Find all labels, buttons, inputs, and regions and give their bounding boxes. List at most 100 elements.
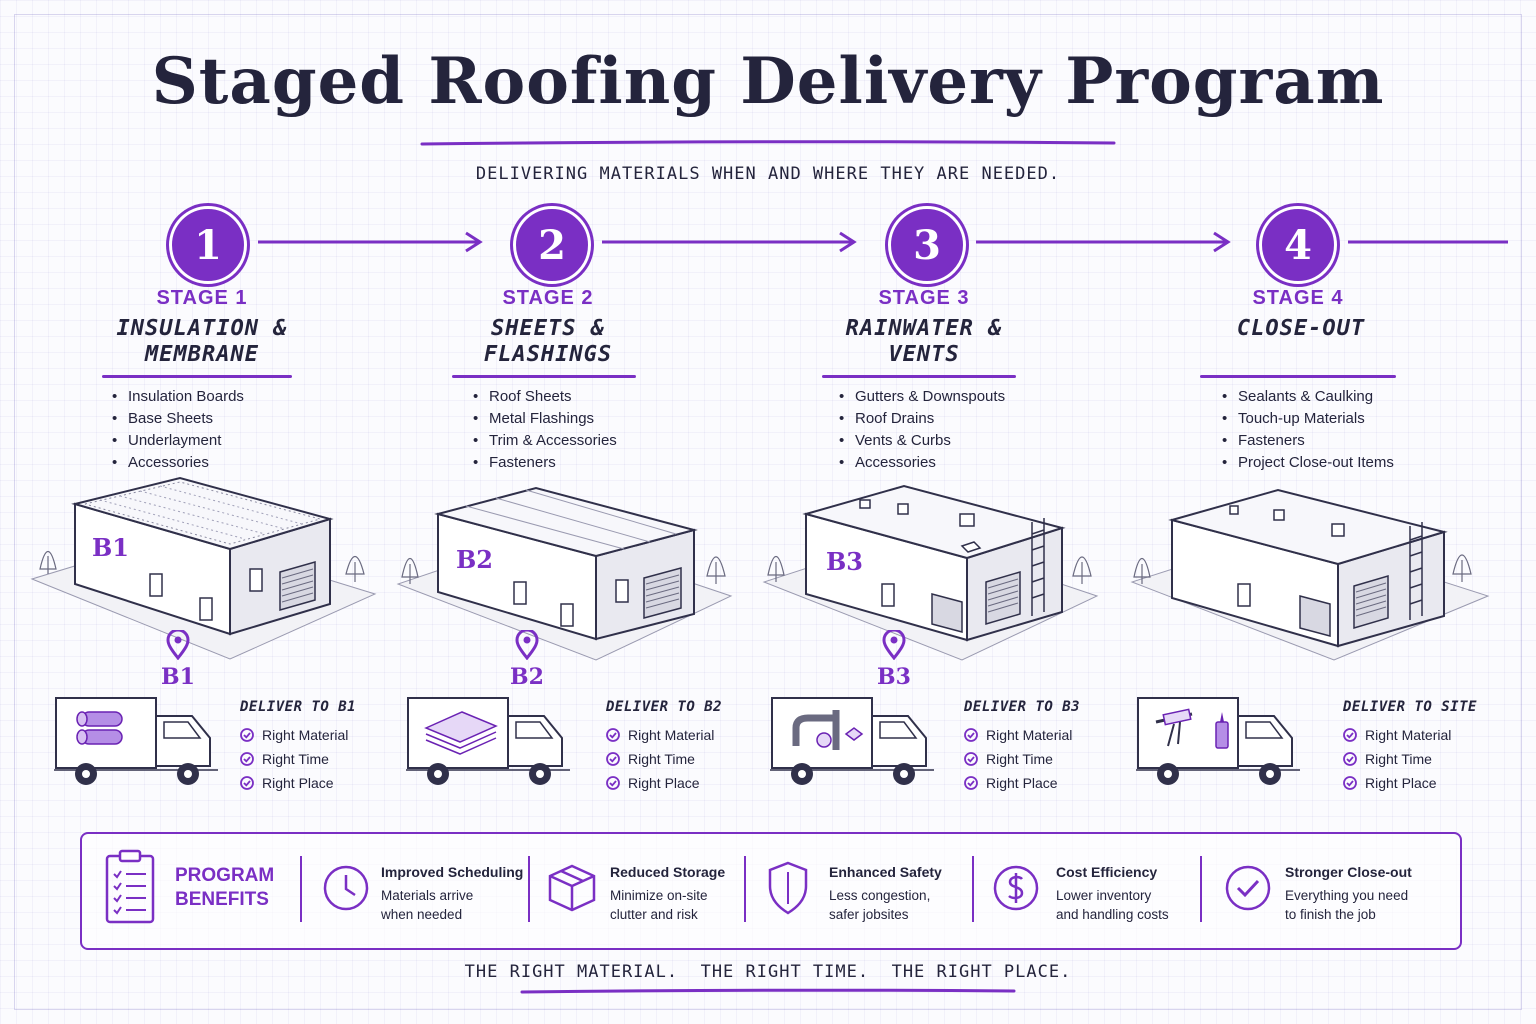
list-item: Insulation Boards <box>110 386 244 408</box>
check-label: Right Place <box>986 775 1058 791</box>
stage-2-title-line2: FLASHINGS <box>483 342 613 367</box>
stage-3-title-line1: RAINWATER & <box>845 316 1003 341</box>
building-b1-tag: B1 <box>92 533 129 562</box>
stage-arrow-2 <box>602 231 857 253</box>
check-label: Right Material <box>986 727 1073 743</box>
check-label: Right Place <box>1365 775 1437 791</box>
stage-2-title-line1: SHEETS & <box>491 316 605 341</box>
check-label: Right Place <box>262 775 334 791</box>
check-label: Right Time <box>628 751 695 767</box>
check-circle-icon <box>240 776 254 790</box>
deliver-heading-2: DELIVER TO B2 <box>606 699 723 715</box>
stage-3-items: Gutters & Downspouts Roof Drains Vents &… <box>837 386 1005 474</box>
stage-1-badge: 1 <box>169 206 247 284</box>
program-benefits-heading-line1: PROGRAM <box>175 865 275 886</box>
delivery-truck-4 <box>1136 697 1300 785</box>
benefit-description-line2: to finish the job <box>1285 907 1376 922</box>
stage-4-badge: 4 <box>1259 206 1337 284</box>
stage-arrow-4 <box>1348 240 1508 244</box>
check-circle-icon <box>964 752 978 766</box>
check-circle-icon <box>606 776 620 790</box>
dollar-icon <box>993 865 1039 911</box>
check-item: Right Time <box>964 747 1072 771</box>
check-circle-icon <box>606 752 620 766</box>
benefit-description: Materials arrive when needed <box>381 886 551 924</box>
list-item: Base Sheets <box>110 408 244 430</box>
check-circle-icon <box>1343 728 1357 742</box>
check-label: Right Material <box>628 727 715 743</box>
page-subtitle: DELIVERING MATERIALS WHEN AND WHERE THEY… <box>475 164 1061 184</box>
stage-3-badge: 3 <box>888 206 966 284</box>
benefit-title: Stronger Close-out <box>1285 864 1412 880</box>
title-underline <box>420 140 1116 146</box>
check-circle-icon <box>1225 865 1271 911</box>
benefit-description-line2: when needed <box>381 907 463 922</box>
list-item: Underlayment <box>110 430 244 452</box>
location-pin-icon <box>166 630 190 660</box>
stage-3-rule <box>822 375 1016 378</box>
benefit-divider <box>528 856 530 922</box>
benefit-divider <box>744 856 746 922</box>
footer-underline <box>520 988 1016 994</box>
check-item: Right Material <box>606 723 714 747</box>
footer-tagline: THE RIGHT MATERIAL. THE RIGHT TIME. THE … <box>0 962 1536 982</box>
check-circle-icon <box>964 728 978 742</box>
benefit-title: Improved Scheduling <box>381 864 524 880</box>
stage-4-checks: Right Material Right Time Right Place <box>1343 723 1451 795</box>
delivery-truck-1 <box>54 697 218 785</box>
stage-3-title: RAINWATER & VENTS <box>804 316 1044 368</box>
stage-arrow-1 <box>258 231 483 253</box>
building-b3-illustration: B3 <box>762 484 1099 661</box>
list-item: Roof Sheets <box>471 386 617 408</box>
caulk-gun-icon <box>1155 708 1229 749</box>
list-item: Project Close-out Items <box>1220 452 1394 474</box>
program-benefits-heading-line2: BENEFITS <box>175 889 269 910</box>
benefit-description-line2: and handling costs <box>1056 907 1169 922</box>
benefit-description: Minimize on-site clutter and risk <box>610 886 780 924</box>
metal-sheets-icon <box>424 711 498 755</box>
pin-label-b2: B2 <box>510 664 544 690</box>
check-item: Right Place <box>964 771 1072 795</box>
check-label: Right Material <box>262 727 349 743</box>
stage-2-rule <box>452 375 636 378</box>
list-item: Sealants & Caulking <box>1220 386 1394 408</box>
check-label: Right Time <box>1365 751 1432 767</box>
stage-arrow-3 <box>976 231 1231 253</box>
check-circle-icon <box>240 728 254 742</box>
check-item: Right Material <box>1343 723 1451 747</box>
pin-label-b1: B1 <box>161 664 195 690</box>
page-title: Staged Roofing Delivery Program <box>151 44 1385 119</box>
check-circle-icon <box>964 776 978 790</box>
list-item: Fasteners <box>471 452 617 474</box>
stage-3-label: STAGE 3 <box>878 287 970 309</box>
check-item: Right Material <box>240 723 348 747</box>
check-item: Right Place <box>240 771 348 795</box>
building-b3-tag: B3 <box>826 547 863 576</box>
benefit-divider <box>300 856 302 922</box>
footer-tagline-text: THE RIGHT MATERIAL. THE RIGHT TIME. THE … <box>464 962 1072 982</box>
benefit-description-line2: clutter and risk <box>610 907 698 922</box>
stage-2-checks: Right Material Right Time Right Place <box>606 723 714 795</box>
stage-4-title: CLOSE-OUT <box>1181 316 1421 342</box>
benefit-description-line1: Materials arrive <box>381 888 474 903</box>
deliver-heading-3: DELIVER TO B3 <box>964 699 1081 715</box>
stage-1-title: INSULATION & MEMBRANE <box>82 316 322 368</box>
clipboard-icon <box>105 849 155 924</box>
list-item: Metal Flashings <box>471 408 617 430</box>
stage-2-label: STAGE 2 <box>502 287 594 309</box>
benefit-description-line1: Lower inventory <box>1056 888 1152 903</box>
check-label: Right Time <box>986 751 1053 767</box>
check-item: Right Place <box>606 771 714 795</box>
stage-1-title-line1: INSULATION & <box>116 316 288 341</box>
pipes-drains-icon <box>792 710 864 750</box>
stage-4-items: Sealants & Caulking Touch-up Materials F… <box>1220 386 1394 474</box>
delivery-truck-3 <box>770 697 934 785</box>
benefit-description: Everything you need to finish the job <box>1285 886 1455 924</box>
check-circle-icon <box>240 752 254 766</box>
deliver-heading-4: DELIVER TO SITE <box>1343 699 1477 715</box>
check-item: Right Time <box>1343 747 1451 771</box>
stage-1-title-line2: MEMBRANE <box>145 342 259 367</box>
stage-1-label: STAGE 1 <box>156 287 248 309</box>
check-circle-icon <box>1343 752 1357 766</box>
location-pin-icon <box>882 630 906 660</box>
